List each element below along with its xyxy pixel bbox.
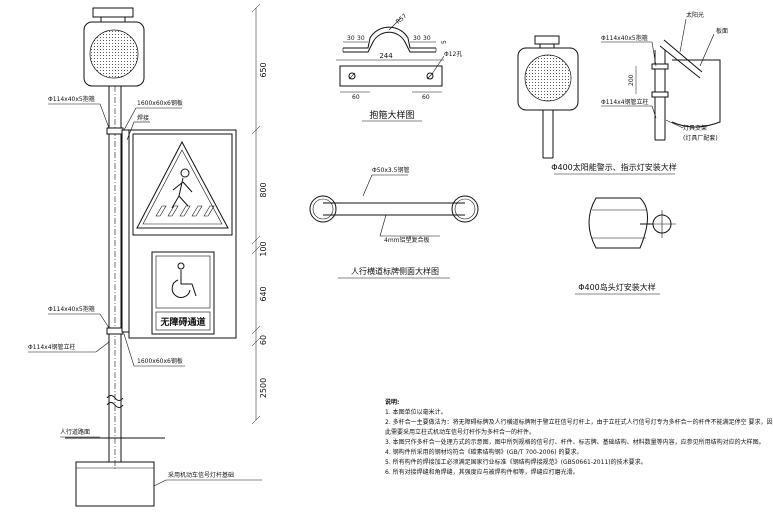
label-tube: Φ50x3.5钢管 <box>372 166 409 174</box>
accessible-symbol-box <box>155 255 211 309</box>
solar-panel <box>92 7 134 18</box>
label-r57: R57 <box>395 12 409 25</box>
island-lamp-detail: Φ400岛头灯安装大样 <box>575 197 676 295</box>
pole-labels: Φ114x40x5抱箍 1600x60x6钢板 焊接 Φ114x40x5抱箍 Φ… <box>28 95 262 487</box>
note-4: 4. 钢构件所采用的钢材均符合《碳素结构钢》(GB/T 700-2006) 的要… <box>385 449 583 456</box>
label-pole: Φ114x4钢管立柱 <box>28 343 76 351</box>
signal-lamp-face <box>89 29 139 79</box>
dim-200: 200 <box>628 74 635 86</box>
notes-block: 说明: 1. 本图单位以毫米计。 2. 多杆合一主要做法为：将无障碍标牌及人行横… <box>385 398 773 478</box>
label-clamp-bottom: Φ114x40x5抱箍 <box>48 305 95 313</box>
hoop-detail: R57 30 30 30 30 5 244 Φ12孔 60 60 抱箍大样图 <box>336 12 462 122</box>
dim-650: 650 <box>259 62 268 77</box>
hoop-title: 抱箍大样图 <box>369 109 414 121</box>
crosswalk-triangle-outer <box>136 140 229 229</box>
island-title: Φ400岛头灯安装大样 <box>578 282 656 292</box>
label-bracket-note: (灯具厂配套) <box>683 134 718 142</box>
dim-100: 100 <box>259 241 268 256</box>
accessible-text-box <box>155 311 211 331</box>
dim-2500: 2500 <box>259 378 268 398</box>
sign-frame <box>128 129 237 339</box>
note-2: 2. 多杆合一主要做法为：将无障碍标牌及人行横道标牌附于警立柱信号灯杆上，由于立… <box>385 419 773 426</box>
solar-title: Φ400太阳能警示、指示灯安装大样 <box>551 162 677 172</box>
dim-244: 244 <box>379 52 393 60</box>
label-solar-pole: Φ114x4钢管立柱 <box>601 98 649 106</box>
clamp-bottom <box>106 327 124 335</box>
steel-plate <box>121 129 130 333</box>
break-mark <box>106 395 124 401</box>
label-foundation: 采用机动车信号灯杆基础 <box>168 471 234 479</box>
svg-text:30: 30 <box>423 35 431 42</box>
tube-right <box>451 195 479 223</box>
clamp-top <box>106 127 124 135</box>
sign-section-detail: Φ50x3.5钢管 4mm铝塑复合板 人行横道标牌侧面大样图 <box>309 166 479 279</box>
foundation-block <box>75 461 155 507</box>
pole-dimensions: 650 800 100 640 60 2500 <box>251 3 268 425</box>
svg-text:30: 30 <box>347 35 355 42</box>
label-weld: 焊接 <box>137 114 149 122</box>
hoop-arc <box>343 26 436 49</box>
svg-text:30: 30 <box>413 35 421 42</box>
label-clamp-top: Φ114x40x5抱箍 <box>48 95 95 103</box>
label-bracket: 灯具支架 <box>683 124 707 132</box>
svg-text:60: 60 <box>422 94 430 101</box>
crosswalk-triangle-inner <box>142 149 223 225</box>
hoop-plate <box>339 65 443 87</box>
panel-mount <box>100 16 126 23</box>
composite-plate <box>323 202 465 216</box>
wheelchair-icon <box>171 262 197 298</box>
side-solar-panel <box>663 39 703 73</box>
note-1: 1. 本图单位以毫米计。 <box>385 409 447 416</box>
label-solar-clamp: Φ114x40x5抱箍 <box>601 34 648 42</box>
label-plate: 4mm铝塑复合板 <box>384 236 430 244</box>
note-5: 5. 所有构件的焊接加工必须满足国家行业标准《钢结构焊接规范》(GB50661-… <box>385 459 647 466</box>
section-title: 人行横道标牌侧面大样图 <box>351 266 439 276</box>
note-2-cont: 此需要采用立柱式机动车信号灯杆作为多杆合一的杆件。 <box>385 429 536 436</box>
signal-lamp-housing <box>83 21 145 87</box>
label-board: 板面 <box>716 27 728 35</box>
sign-boards: 无障碍通道 <box>128 129 237 339</box>
label-plate-top: 1600x60x6钢板 <box>137 99 183 107</box>
accessible-text: 无障碍通道 <box>159 316 205 328</box>
notes-heading: 说明: <box>385 399 400 406</box>
tube-left <box>309 195 337 223</box>
solar-lamp-face <box>524 54 572 102</box>
note-6: 6. 所有对接焊缝和角焊缝，其强度应与被焊构件相等，焊缝应打磨光滑。 <box>385 469 579 476</box>
accessible-sign <box>151 251 215 335</box>
pedestrian-icon <box>171 168 193 209</box>
note-3: 3. 本图只作多杆合一处理方式的示意图，图中所列规格的信号灯、杆件、标志牌、基础… <box>385 439 765 446</box>
label-sidewalk: 人行道路面 <box>60 428 90 436</box>
dim-60: 60 <box>259 335 268 345</box>
svg-text:60: 60 <box>352 94 360 101</box>
svg-text:5: 5 <box>441 40 448 44</box>
dim-640: 640 <box>259 286 268 301</box>
solar-lamp-detail: 200 Φ114x40x5抱箍 Φ114x4钢管立柱 太阳光 板面 灯具支架 (… <box>517 11 728 175</box>
island-lamp-body <box>588 197 648 249</box>
svg-text:30: 30 <box>357 35 365 42</box>
crosswalk-sign <box>132 133 233 236</box>
dim-800: 800 <box>259 182 268 197</box>
label-solar-panel: 太阳光 <box>686 11 704 19</box>
pole-elevation <box>65 7 165 507</box>
label-hole: Φ12孔 <box>444 50 462 58</box>
label-plate-bottom: 1600x60x6钢板 <box>137 357 183 365</box>
zebra-stripes-icon <box>155 205 215 217</box>
